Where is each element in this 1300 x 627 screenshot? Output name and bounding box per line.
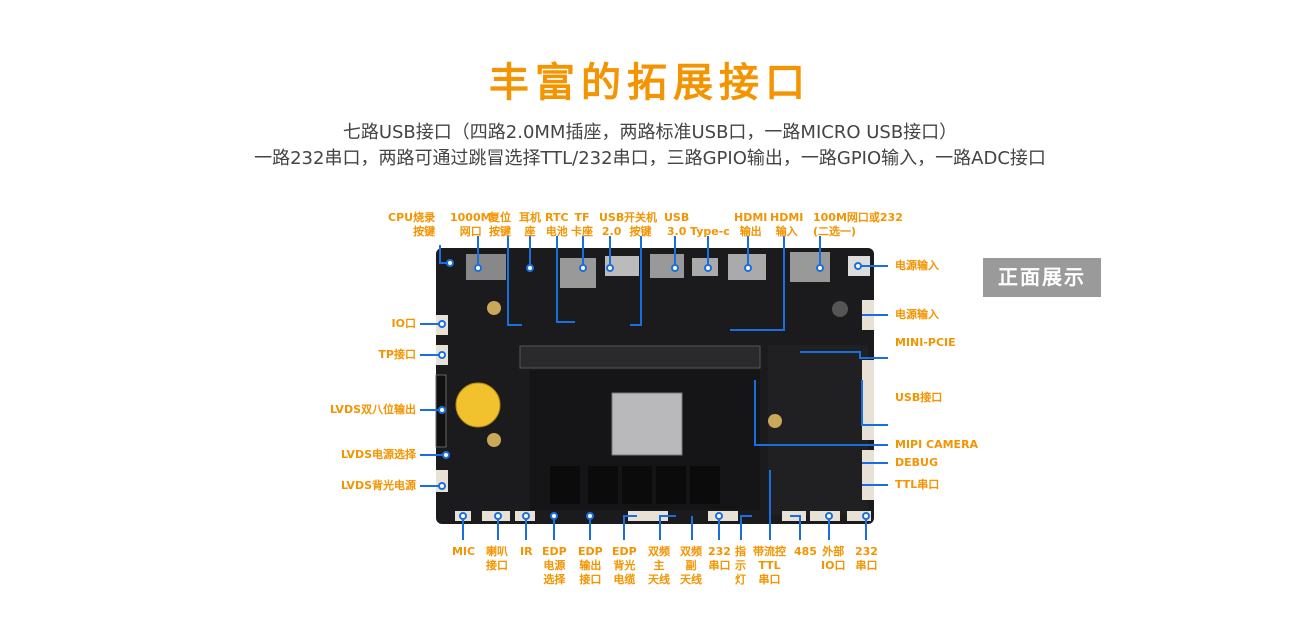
label-usb-ports: USB接口 [895, 391, 943, 404]
cpu-chip [611, 392, 683, 456]
label-ttl-serial: TTL串口 [895, 478, 940, 491]
callout-lines [420, 236, 888, 540]
label-power-input-1: 电源输入 [895, 259, 939, 272]
label-type-c: Type-c [690, 225, 730, 238]
label-mic: MIC [452, 545, 476, 558]
label-lvds-output: LVDS双八位输出 [329, 403, 416, 416]
label-232-serial-1: 232 串口 [708, 545, 731, 572]
label-tf-slot: TF 卡座 [571, 211, 593, 238]
label-rtc-battery: RTC 电池 [545, 211, 569, 238]
label-cpu-flash-button: CPU烧录 按键 [388, 211, 436, 238]
label-usb20: USB 2.0 [599, 211, 625, 238]
label-mipi-camera: MIPI CAMERA [895, 438, 979, 451]
label-mini-pcie: MINI-PCIE [895, 336, 956, 349]
label-lvds-power-select: LVDS电源选择 [340, 448, 416, 461]
label-reset-button: 复位 按键 [489, 211, 511, 238]
label-power-button: 开关机 按键 [624, 211, 657, 238]
label-headphone-jack: 耳机 座 [519, 211, 541, 238]
rtc-battery [455, 382, 501, 428]
label-lvds-backlight-power: LVDS背光电源 [340, 479, 416, 492]
label-1000m-ethernet: 1000M 网口 [450, 211, 492, 238]
subtitle-line-1: 七路USB接口（四路2.0MM插座，两路标准USB口，一路MICRO USB接口… [342, 122, 958, 143]
label-edp-backlight-cable: EDP 背光 电缆 [612, 545, 637, 586]
label-edp-output: EDP 输出 接口 [578, 545, 603, 586]
label-tp-port: TP接口 [378, 348, 416, 361]
label-flow-control-ttl: 带流控 TTL 串口 [753, 545, 786, 586]
label-edp-power-select: EDP 电源 选择 [542, 545, 567, 586]
label-indicator-led: 指 示 灯 [735, 545, 746, 586]
label-hdmi-in: HDMI 输入 [770, 211, 804, 238]
label-232-serial-2: 232 串口 [855, 545, 878, 572]
label-io-port: IO口 [391, 317, 416, 330]
label-usb30: USB 3.0 [664, 211, 690, 238]
callout-dots [438, 259, 870, 520]
label-external-io: 外部 IO口 [821, 545, 846, 572]
pcb-board [435, 248, 874, 524]
label-main-antenna: 双频 主 天线 [648, 545, 670, 586]
label-debug: DEBUG [895, 456, 938, 469]
label-ir: IR [520, 545, 533, 558]
front-view-badge: 正面展示 [983, 258, 1101, 297]
label-100m-or-232: 100M网口或232 (二选一) [813, 211, 903, 238]
label-power-input-2: 电源输入 [895, 308, 939, 321]
label-speaker: 喇叭 接口 [486, 545, 508, 572]
label-485: 485 [794, 545, 817, 558]
label-hdmi-out: HDMI 输出 [734, 211, 768, 238]
subtitle-line-2: 一路232串口，两路可通过跳冒选择TTL/232串口，三路GPIO输出，一路GP… [254, 148, 1046, 169]
label-aux-antenna: 双频 副 天线 [680, 545, 702, 586]
page-title: 丰富的拓展接口 [489, 60, 811, 106]
